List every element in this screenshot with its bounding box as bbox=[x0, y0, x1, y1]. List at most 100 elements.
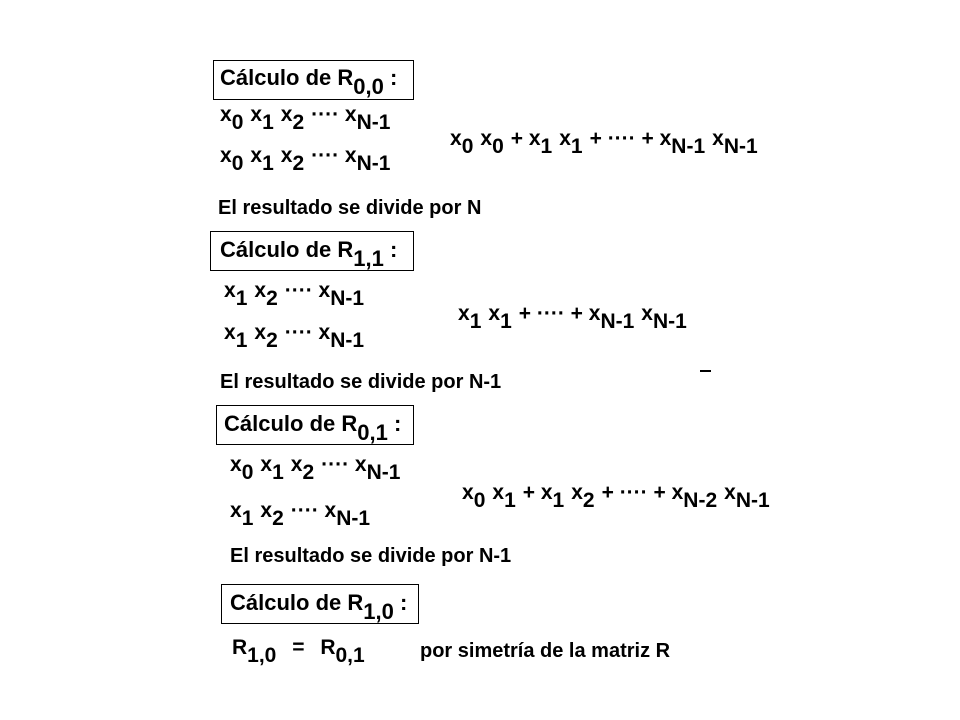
term-subscript: 2 bbox=[582, 489, 595, 512]
term-symbol: ···· x bbox=[284, 279, 331, 302]
symmetry-note: por simetría de la matriz R bbox=[420, 640, 671, 662]
term-symbol: x bbox=[224, 279, 236, 302]
term-subscript: 2 bbox=[266, 287, 278, 310]
heading-r01: Cálculo de R0,1 : bbox=[224, 411, 402, 444]
term-subscript: 2 bbox=[266, 329, 278, 352]
heading-sub: 0,1 bbox=[357, 420, 388, 445]
term-subscript: 2 bbox=[302, 461, 315, 484]
heading-suffix: : bbox=[387, 411, 402, 436]
term-symbol: x bbox=[230, 499, 242, 522]
heading-box-r11 bbox=[210, 231, 414, 271]
heading-sub: 1,1 bbox=[353, 246, 384, 271]
term-subscript: 1 bbox=[235, 287, 248, 310]
term-symbol: x bbox=[571, 481, 583, 504]
term-symbol: ···· x bbox=[311, 103, 357, 126]
eq-lhs-sub: 1,0 bbox=[247, 644, 277, 667]
term-symbol: x bbox=[488, 302, 501, 325]
term-subscript: 2 bbox=[292, 152, 305, 175]
term-symbol: + x bbox=[522, 481, 553, 504]
term-symbol: x bbox=[280, 144, 293, 167]
heading-box-r10 bbox=[221, 584, 419, 624]
heading-prefix: Cálculo de R bbox=[230, 590, 364, 615]
heading-sub: 0,0 bbox=[353, 74, 384, 99]
term-symbol: x bbox=[559, 127, 571, 150]
term-symbol: + ···· + x bbox=[601, 481, 684, 504]
term-symbol: + ···· + x bbox=[518, 302, 601, 325]
term-symbol: x bbox=[254, 321, 267, 344]
eq-rhs-sub: 0,1 bbox=[335, 644, 365, 667]
heading-prefix: Cálculo de R bbox=[220, 65, 354, 90]
term-subscript: 1 bbox=[552, 489, 565, 512]
term-subscript: N-1 bbox=[356, 152, 391, 175]
result-note: El resultado se divide por N bbox=[218, 197, 482, 219]
heading-r10: Cálculo de R1,0 : bbox=[230, 590, 408, 623]
eq-operator: = bbox=[292, 636, 305, 659]
term-symbol: ···· x bbox=[284, 321, 331, 344]
term-subscript: 1 bbox=[500, 310, 512, 333]
term-symbol: + x bbox=[510, 127, 541, 150]
term-subscript: 1 bbox=[235, 329, 248, 352]
term-symbol: x bbox=[220, 103, 232, 126]
term-subscript: 0 bbox=[231, 152, 244, 175]
term-subscript: 1 bbox=[469, 310, 482, 333]
term-symbol: x bbox=[280, 103, 293, 126]
heading-suffix: : bbox=[383, 237, 398, 262]
term-symbol: + ···· + x bbox=[589, 127, 672, 150]
term-subscript: 0 bbox=[461, 135, 474, 158]
term-subscript: 1 bbox=[262, 152, 274, 175]
term-symbol: x bbox=[230, 453, 242, 476]
symmetry-equation: R1,0 = R0,1 bbox=[232, 636, 365, 666]
term-symbol: x bbox=[220, 144, 232, 167]
term-subscript: N-2 bbox=[683, 489, 718, 512]
term-subscript: 1 bbox=[262, 111, 274, 134]
term-symbol: x bbox=[712, 127, 724, 150]
term-symbol: ···· x bbox=[311, 144, 357, 167]
term-subscript: 1 bbox=[540, 135, 553, 158]
heading-r00: Cálculo de R0,0 : bbox=[220, 65, 398, 98]
term-symbol: x bbox=[641, 302, 653, 325]
term-subscript: N-1 bbox=[330, 329, 365, 352]
heading-box-r01 bbox=[216, 405, 414, 445]
term-subscript: 0 bbox=[492, 135, 504, 158]
term-symbol: x bbox=[260, 453, 273, 476]
term-symbol: ···· x bbox=[290, 499, 337, 522]
term-symbol: x bbox=[724, 481, 736, 504]
term-symbol: x bbox=[458, 302, 470, 325]
term-symbol: x bbox=[290, 453, 303, 476]
term-subscript: N-1 bbox=[356, 111, 391, 134]
term-subscript: 1 bbox=[272, 461, 284, 484]
term-subscript: 1 bbox=[241, 507, 254, 530]
heading-suffix: : bbox=[383, 65, 398, 90]
term-subscript: 0 bbox=[231, 111, 244, 134]
heading-r11: Cálculo de R1,1 : bbox=[220, 237, 398, 270]
heading-suffix: : bbox=[393, 590, 408, 615]
term-subscript: N-1 bbox=[330, 287, 365, 310]
term-symbol: x bbox=[492, 481, 505, 504]
term-subscript: 2 bbox=[272, 507, 284, 530]
result-note: El resultado se divide por N-1 bbox=[220, 371, 502, 393]
result-note: El resultado se divide por N-1 bbox=[230, 545, 512, 567]
heading-prefix: Cálculo de R bbox=[220, 237, 354, 262]
heading-prefix: Cálculo de R bbox=[224, 411, 358, 436]
eq-lhs: R bbox=[232, 636, 248, 659]
term-subscript: 1 bbox=[504, 489, 516, 512]
heading-sub: 1,0 bbox=[363, 599, 394, 624]
term-symbol: x bbox=[462, 481, 474, 504]
term-subscript: N-1 bbox=[366, 461, 401, 484]
eq-rhs: R bbox=[320, 636, 336, 659]
stray-mark bbox=[700, 370, 711, 372]
term-symbol: x bbox=[250, 144, 263, 167]
term-subscript: N-1 bbox=[336, 507, 371, 530]
term-subscript: 0 bbox=[241, 461, 254, 484]
term-subscript: 0 bbox=[473, 489, 486, 512]
